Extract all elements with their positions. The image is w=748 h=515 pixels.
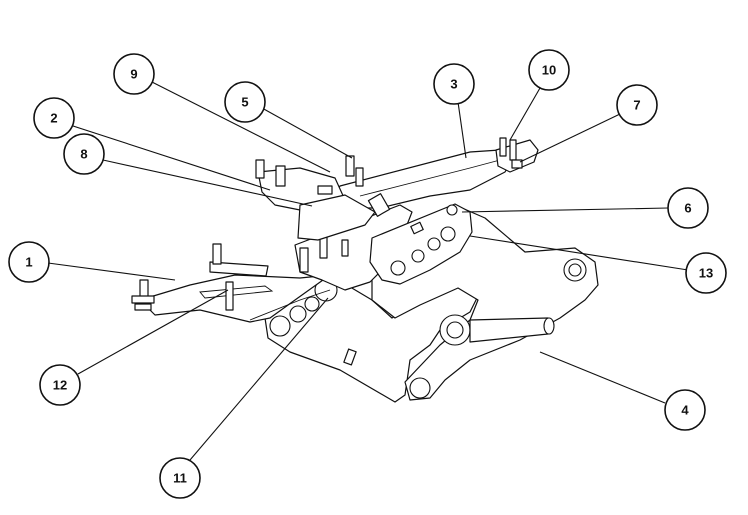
- callout-5-number: 5: [241, 95, 248, 110]
- leader-6: [461, 207, 669, 213]
- callout-8-number: 8: [80, 147, 87, 162]
- frame-pin-3: [304, 296, 320, 312]
- left-bracket-post: [225, 281, 234, 311]
- cross-shaft-end: [543, 317, 555, 335]
- mount-nut-1: [390, 260, 406, 276]
- upper-left-plate: [209, 261, 269, 277]
- mount-nut-top: [446, 204, 458, 216]
- left-clamp-jaw: [297, 194, 376, 241]
- callout-13: 13: [685, 252, 727, 294]
- callout-1-number: 1: [25, 255, 32, 270]
- leader-4: [539, 351, 666, 404]
- callout-9-number: 9: [130, 67, 137, 82]
- leader-12: [77, 289, 229, 375]
- left-bracket-nut: [131, 295, 155, 304]
- leader-1: [47, 262, 176, 281]
- left-bracket-slot: [199, 285, 274, 299]
- mount-bolt-head: [410, 221, 424, 235]
- mount-nut-3: [427, 237, 441, 251]
- callout-2-circle: [33, 97, 75, 139]
- callout-6: 6: [667, 187, 709, 229]
- callout-9: 9: [113, 53, 155, 95]
- callout-9-circle: [113, 53, 155, 95]
- lower-pivot-boss-inner: [446, 321, 464, 339]
- leader-13: [469, 235, 689, 271]
- arm-pivot-hole-inner: [568, 263, 582, 277]
- leader-9: [147, 79, 331, 173]
- left-bracket-washer: [134, 303, 152, 311]
- frame-slot: [343, 348, 357, 366]
- top-link-inner-edge: [359, 159, 501, 197]
- callout-10-number: 10: [542, 63, 556, 78]
- callout-4-circle: [664, 389, 706, 431]
- callout-10: 10: [528, 49, 570, 91]
- callout-2-number: 2: [50, 111, 57, 126]
- callout-12-number: 12: [53, 378, 67, 393]
- callout-2: 2: [33, 97, 75, 139]
- left-bracket: [139, 274, 331, 323]
- callout-3-number: 3: [450, 77, 457, 92]
- leader-lines: [47, 79, 689, 461]
- upper-left-bolt: [212, 243, 222, 265]
- callout-13-number: 13: [699, 266, 713, 281]
- callout-7: 7: [616, 84, 658, 126]
- callout-6-number: 6: [684, 201, 691, 216]
- callout-7-circle: [616, 84, 658, 126]
- left-clamp-nut: [317, 185, 333, 195]
- callout-11: 11: [159, 457, 201, 499]
- leader-3: [457, 101, 467, 159]
- callout-8-circle: [63, 133, 105, 175]
- callout-4: 4: [664, 389, 706, 431]
- frame-pin-1: [269, 315, 291, 337]
- right-clamp-bolt-1: [499, 137, 507, 157]
- callout-5: 5: [224, 81, 266, 123]
- central-post-3: [341, 239, 349, 257]
- callout-4-number: 4: [681, 403, 689, 418]
- callout-6-circle: [667, 187, 709, 229]
- callout-5-circle: [224, 81, 266, 123]
- callout-12: 12: [39, 364, 81, 406]
- assembly-drawing: [131, 137, 599, 403]
- left-clamp-bolt-3: [345, 155, 355, 177]
- callout-11-circle: [159, 457, 201, 499]
- left-clamp-bolt-2: [275, 165, 286, 187]
- right-clamp-nut: [511, 159, 523, 169]
- callout-10-circle: [528, 49, 570, 91]
- right-clamp-bolt-2: [509, 139, 517, 161]
- leader-7: [519, 113, 621, 163]
- callout-1: 1: [8, 241, 50, 283]
- callout-8: 8: [63, 133, 105, 175]
- leader-11: [189, 297, 329, 461]
- mount-nut-4: [440, 226, 456, 242]
- lower-brace: [249, 289, 331, 321]
- callout-12-circle: [39, 364, 81, 406]
- left-clamp-bolt-1: [255, 159, 265, 179]
- leader-2: [69, 124, 271, 191]
- mount-nut-2: [411, 249, 425, 263]
- callout-7-number: 7: [633, 98, 640, 113]
- left-clamp-bolt-4: [355, 167, 364, 187]
- leader-8: [102, 159, 313, 207]
- callout-1-circle: [8, 241, 50, 283]
- frame-pin-2: [289, 305, 307, 323]
- central-post-1: [299, 247, 309, 273]
- leader-5: [261, 107, 353, 159]
- leader-10: [509, 87, 541, 141]
- bottom-boss: [409, 377, 431, 399]
- left-clamp-spacer: [367, 193, 391, 217]
- callout-3: 3: [433, 63, 475, 105]
- callout-11-number: 11: [173, 471, 187, 486]
- callout-3-circle: [433, 63, 475, 105]
- callout-13-circle: [685, 252, 727, 294]
